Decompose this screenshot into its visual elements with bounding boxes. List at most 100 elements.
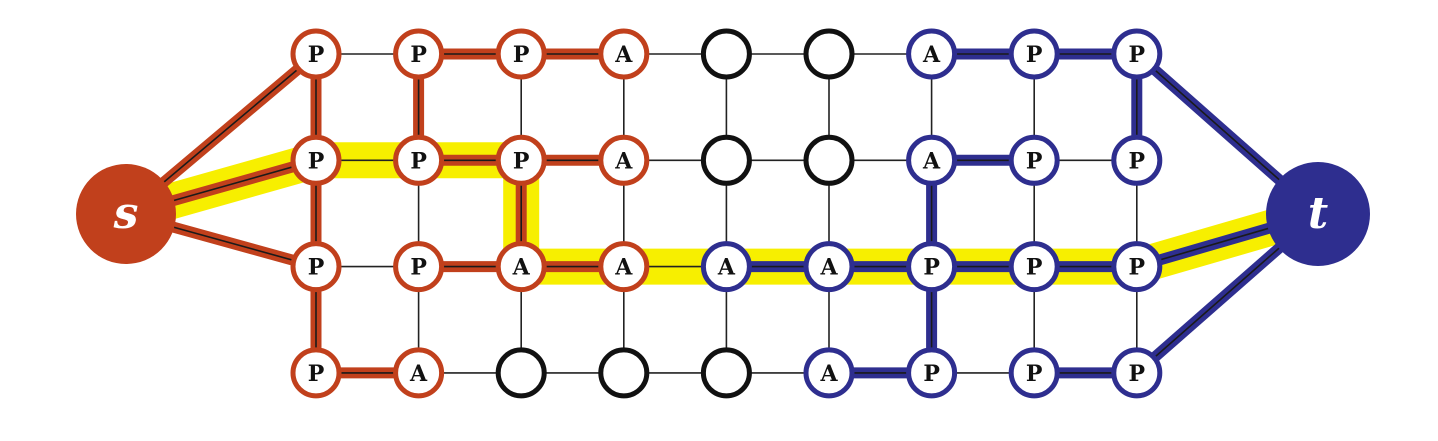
grid-node xyxy=(803,28,855,80)
grid-node: P xyxy=(495,28,547,80)
grid-node-label: P xyxy=(308,255,325,281)
grid-node-label: P xyxy=(410,42,427,68)
grid-node: P xyxy=(1008,28,1060,80)
sink-terminal: t xyxy=(1266,162,1370,266)
grid-node-circle xyxy=(495,347,547,399)
grid-node: P xyxy=(393,28,445,80)
grid-node: P xyxy=(1008,134,1060,186)
grid-node-label: P xyxy=(513,148,530,174)
grid-node xyxy=(700,28,752,80)
grid-node: A xyxy=(598,241,650,293)
terminal-nodes: s t xyxy=(76,162,1370,266)
grid-node-label: P xyxy=(308,361,325,387)
grid-node-circle xyxy=(495,241,547,293)
grid-node: P xyxy=(1008,241,1060,293)
grid-node-label: A xyxy=(512,255,531,281)
grid-node: A xyxy=(598,134,650,186)
grid-node: P xyxy=(1111,347,1163,399)
grid-node-circle xyxy=(495,28,547,80)
grid-node-circle xyxy=(598,28,650,80)
grid-node-circle xyxy=(393,241,445,293)
grid-node-circle xyxy=(803,134,855,186)
grid-nodes: P P P A A P P P P P A A P P P P A A A A P P P P A A P P P xyxy=(290,28,1163,399)
grid-node-circle xyxy=(906,347,958,399)
grid-node-circle xyxy=(700,347,752,399)
grid-node: A xyxy=(598,28,650,80)
grid-node xyxy=(700,347,752,399)
grid-node-circle xyxy=(393,134,445,186)
grid-node-circle xyxy=(393,28,445,80)
grid-node-circle xyxy=(290,134,342,186)
grid-node-label: P xyxy=(1129,148,1146,174)
grid-node xyxy=(598,347,650,399)
grid-node-label: P xyxy=(1129,42,1146,68)
grid-node-circle xyxy=(598,134,650,186)
grid-node-circle xyxy=(1111,241,1163,293)
grid-node-label: A xyxy=(717,255,736,281)
grid-node: A xyxy=(906,28,958,80)
grid-node: A xyxy=(495,241,547,293)
grid-node-label: P xyxy=(1026,255,1043,281)
grid-node-circle xyxy=(1008,134,1060,186)
grid-node-circle xyxy=(1008,347,1060,399)
grid-node-label: A xyxy=(614,255,633,281)
grid-node-circle xyxy=(598,347,650,399)
grid-node xyxy=(495,347,547,399)
grid-node-label: A xyxy=(819,361,838,387)
grid-node-label: P xyxy=(923,361,940,387)
grid-node: P xyxy=(495,134,547,186)
grid-node-label: P xyxy=(1026,148,1043,174)
grid-node-label: P xyxy=(410,255,427,281)
grid-node-circle xyxy=(906,134,958,186)
grid-node-label: P xyxy=(410,148,427,174)
grid-node-circle xyxy=(906,28,958,80)
grid-node-circle xyxy=(290,241,342,293)
grid-node-label: P xyxy=(308,148,325,174)
grid-node: A xyxy=(906,134,958,186)
grid-node-circle xyxy=(906,241,958,293)
grid-node-circle xyxy=(803,241,855,293)
grid-node-label: P xyxy=(513,42,530,68)
grid-node-label: P xyxy=(1129,361,1146,387)
sink-terminal-circle xyxy=(1266,162,1370,266)
grid-node-label: A xyxy=(614,148,633,174)
grid-node: A xyxy=(803,347,855,399)
grid-node-circle xyxy=(700,134,752,186)
grid-node-label: P xyxy=(923,255,940,281)
grid-node-label: P xyxy=(308,42,325,68)
grid-node: P xyxy=(1008,347,1060,399)
grid-node-circle xyxy=(393,347,445,399)
grid-node-circle xyxy=(1111,28,1163,80)
grid-node: A xyxy=(393,347,445,399)
grid-node-circle xyxy=(1008,241,1060,293)
grid-node xyxy=(700,134,752,186)
grid-node-circle xyxy=(700,241,752,293)
source-terminal-circle xyxy=(76,164,176,264)
grid-node xyxy=(803,134,855,186)
grid-node: P xyxy=(393,134,445,186)
grid-node-label: A xyxy=(614,42,633,68)
grid-node: P xyxy=(1111,134,1163,186)
source-terminal-label: s xyxy=(113,188,139,239)
grid-node-circle xyxy=(700,28,752,80)
grid-node-label: A xyxy=(922,42,941,68)
grid-node: P xyxy=(906,347,958,399)
grid-node: P xyxy=(1111,241,1163,293)
grid-node-circle xyxy=(290,28,342,80)
source-terminal: s xyxy=(76,164,176,264)
grid-node-circle xyxy=(1008,28,1060,80)
grid-node: P xyxy=(290,347,342,399)
grid-node-label: A xyxy=(922,148,941,174)
grid-node-label: P xyxy=(1026,361,1043,387)
grid-node-circle xyxy=(495,134,547,186)
grid-node-label: P xyxy=(1129,255,1146,281)
grid-node: A xyxy=(700,241,752,293)
grid-node-circle xyxy=(598,241,650,293)
grid-node-circle xyxy=(803,28,855,80)
grid-node-circle xyxy=(1111,134,1163,186)
grid-node: A xyxy=(803,241,855,293)
grid-node-label: A xyxy=(409,361,428,387)
grid-node: P xyxy=(1111,28,1163,80)
grid-node-label: P xyxy=(1026,42,1043,68)
